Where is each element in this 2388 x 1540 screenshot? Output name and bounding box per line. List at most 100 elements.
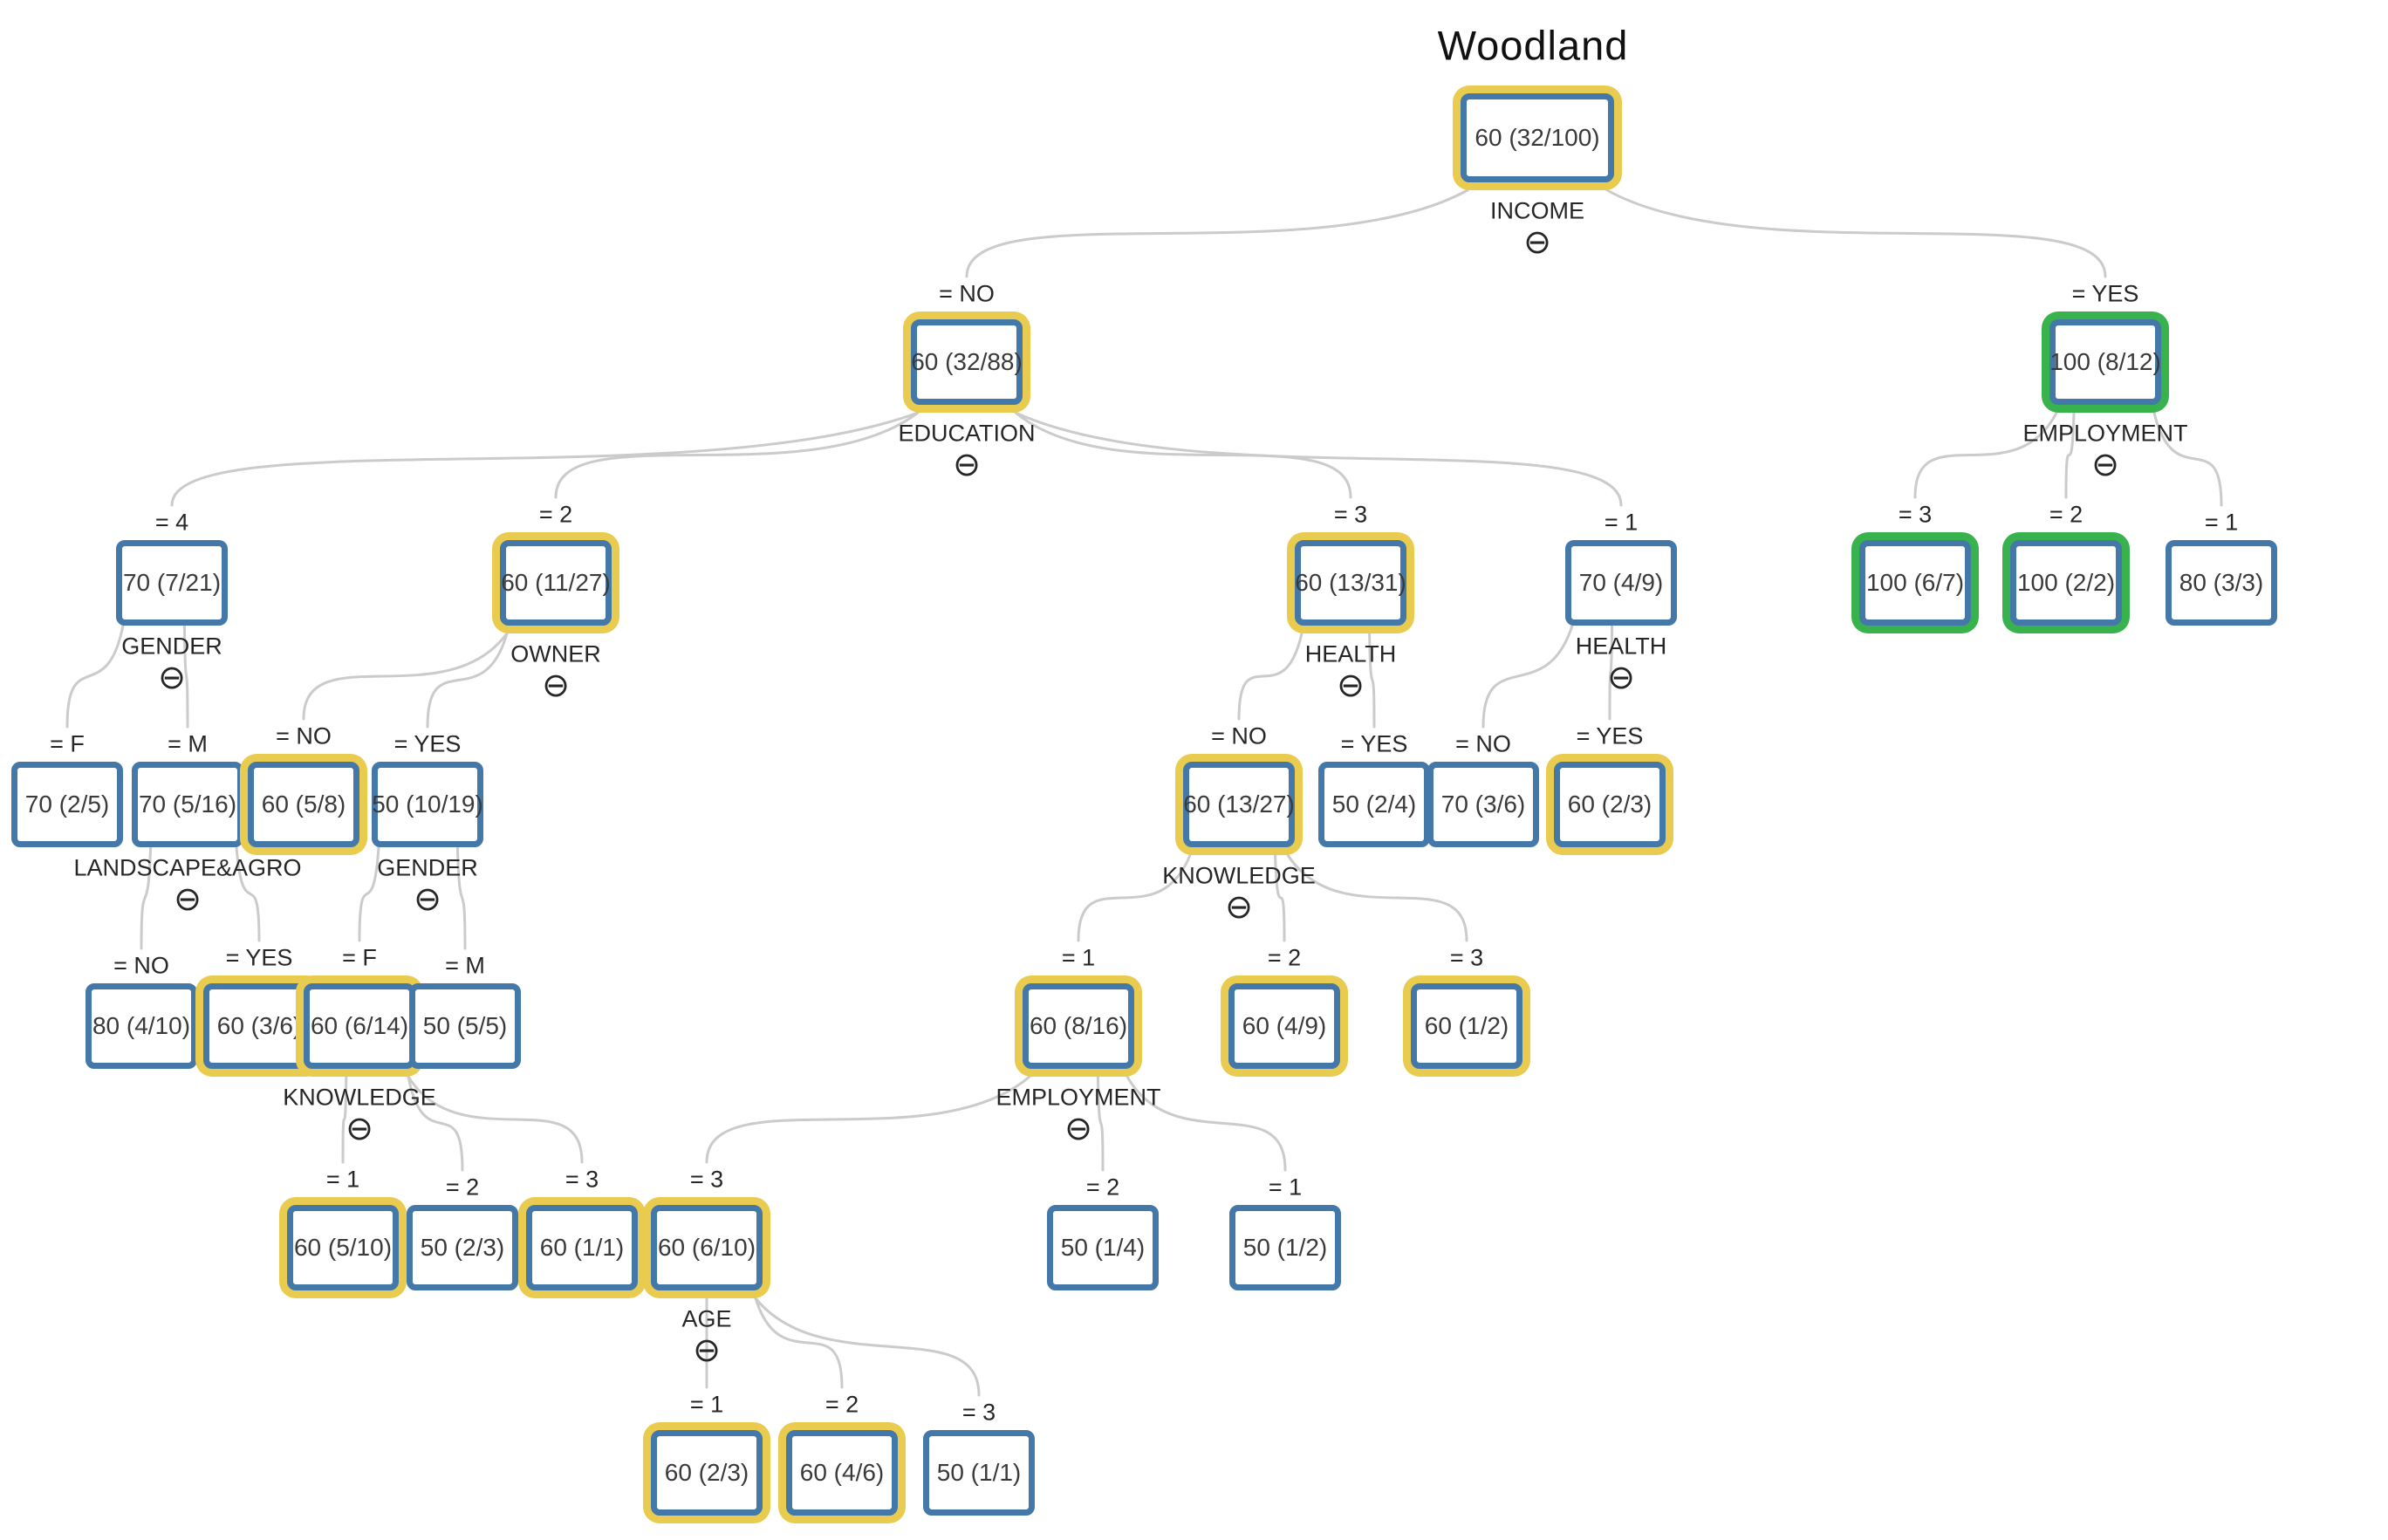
split-variable-label-g_m: LANDSCAPE&AGRO (73, 854, 302, 881)
tree-node-emp3: 100 (6/7) (1859, 540, 1971, 626)
tree-node-k2: 60 (4/9) (1228, 983, 1340, 1069)
tree-node-ke3: 60 (6/10) (651, 1205, 763, 1290)
node-value: 60 (8/16) (1029, 1012, 1128, 1039)
edge-label-emp1: = 1 (2204, 509, 2239, 536)
tree-node-ke2: 50 (1/4) (1047, 1205, 1159, 1290)
tree-node-a2: 60 (4/6) (786, 1430, 898, 1516)
tree-edge (1913, 411, 2058, 499)
edge-label-la_no: = NO (113, 952, 169, 979)
split-variable-label-n_no: EDUCATION (898, 420, 1036, 447)
edge-label-og_m: = M (445, 952, 485, 979)
edge-label-ke1: = 1 (1268, 1174, 1303, 1201)
split-variable-label-e1: HEALTH (1575, 633, 1667, 660)
tree-node-o_yes: 50 (10/19) (372, 762, 483, 847)
node-value: 60 (4/9) (1242, 1012, 1327, 1039)
edge-label-e2: = 2 (538, 501, 573, 528)
split-variable-label-n_yes: EMPLOYMENT (2022, 420, 2188, 447)
node-value: 60 (2/3) (664, 1459, 749, 1486)
tree-edge (407, 1075, 464, 1172)
split-variable-label-k1: EMPLOYMENT (996, 1084, 1161, 1111)
tree-node-e2: 60 (11/27) (500, 540, 612, 626)
edge-label-h3_yes: = YES (1340, 730, 1408, 757)
edge-label-k2: = 2 (1267, 944, 1302, 971)
node-value: 60 (5/10) (293, 1234, 393, 1261)
edge-label-a1: = 1 (689, 1391, 724, 1418)
node-value: 60 (13/27) (1183, 791, 1295, 818)
node-value: 60 (13/31) (1295, 569, 1406, 596)
split-variable-label-h3_no: KNOWLEDGE (1162, 862, 1316, 889)
edge-label-emp3: = 3 (1898, 501, 1933, 528)
tree-edge (1014, 411, 1623, 507)
node-value: 60 (4/6) (799, 1459, 885, 1486)
edge-label-e3: = 3 (1333, 501, 1368, 528)
split-variable-label-root: INCOME (1490, 197, 1584, 224)
node-value: 50 (10/19) (372, 791, 483, 818)
node-value: 100 (6/7) (1865, 569, 1965, 596)
tree-edge (754, 1297, 981, 1397)
edge-label-emp2: = 2 (2049, 501, 2084, 528)
edge-label-k3: = 3 (1449, 944, 1484, 971)
tree-edge (65, 624, 125, 729)
split-variable-label-e4: GENDER (121, 633, 222, 660)
tree-edge (407, 1075, 584, 1164)
tree-node-h1_yes: 60 (2/3) (1554, 762, 1666, 847)
tree-node-e4: 70 (7/21) (116, 540, 228, 626)
tree-node-g_m: 70 (5/16) (132, 762, 243, 847)
edge-label-g_m: = M (168, 730, 208, 757)
tree-node-n_yes: 100 (8/12) (2049, 319, 2161, 405)
tree-node-h3_yes: 50 (2/4) (1318, 762, 1430, 847)
tree-node-o_no: 60 (5/8) (248, 762, 359, 847)
tree-edge (235, 845, 261, 942)
node-value: 70 (4/9) (1578, 569, 1664, 596)
tree-node-la_no: 80 (4/10) (86, 983, 197, 1069)
tree-edge (965, 188, 1469, 278)
tree-edge (1286, 853, 1468, 942)
node-value: 60 (1/1) (539, 1234, 625, 1261)
node-value: 60 (11/27) (501, 569, 611, 596)
tree-edge (341, 1075, 348, 1164)
tree-node-root: 60 (32/100) (1461, 93, 1614, 182)
tree-edge (1608, 624, 1614, 721)
tree-edge (754, 1297, 844, 1389)
edge-label-og_f: = F (342, 944, 377, 971)
tree-node-e1: 70 (4/9) (1565, 540, 1677, 626)
tree-node-n_no: 60 (32/88) (911, 319, 1023, 405)
tree-node-a1: 60 (2/3) (651, 1430, 763, 1516)
node-value: 70 (2/5) (24, 791, 110, 818)
tree-edge (182, 624, 189, 729)
tree-node-g_f: 70 (2/5) (11, 762, 123, 847)
tree-edge (554, 411, 920, 499)
tree-edge (170, 411, 920, 507)
node-value: 60 (6/14) (310, 1012, 409, 1039)
split-variable-label-e3: HEALTH (1304, 640, 1397, 667)
node-value: 70 (5/16) (138, 791, 237, 818)
node-value: 100 (8/12) (2049, 348, 2161, 375)
tree-node-fk2: 50 (2/3) (407, 1205, 518, 1290)
tree-edge (2064, 411, 2076, 499)
tree-edge (1237, 632, 1303, 721)
tree-node-ke1: 50 (1/2) (1229, 1205, 1341, 1290)
tree-node-h1_no: 70 (3/6) (1427, 762, 1539, 847)
edge-label-e1: = 1 (1604, 509, 1639, 536)
split-variable-label-e2: OWNER (510, 640, 601, 667)
tree-edge (455, 845, 467, 950)
tree-node-k3: 60 (1/2) (1411, 983, 1522, 1069)
split-variable-label-o_yes: GENDER (377, 854, 478, 881)
node-value: 50 (1/1) (936, 1459, 1022, 1486)
collapse-minus-icon-e1: ⊖ (1607, 660, 1635, 696)
tree-edge (2152, 411, 2223, 507)
node-value: 100 (2/2) (2016, 569, 2116, 596)
tree-edge (1481, 624, 1574, 729)
node-value: 60 (32/88) (911, 348, 1023, 375)
tree-node-emp2: 100 (2/2) (2010, 540, 2122, 626)
tree-node-og_m: 50 (5/5) (409, 983, 521, 1069)
tree-node-k1: 60 (8/16) (1023, 983, 1134, 1069)
edge-label-h1_no: = NO (1455, 730, 1511, 757)
collapse-minus-icon-o_yes: ⊖ (414, 881, 441, 918)
collapse-minus-icon-og_f: ⊖ (346, 1111, 373, 1147)
edge-label-h3_no: = NO (1211, 722, 1267, 749)
edge-label-fk1: = 1 (325, 1166, 360, 1193)
collapse-minus-icon-k1: ⊖ (1064, 1111, 1092, 1147)
